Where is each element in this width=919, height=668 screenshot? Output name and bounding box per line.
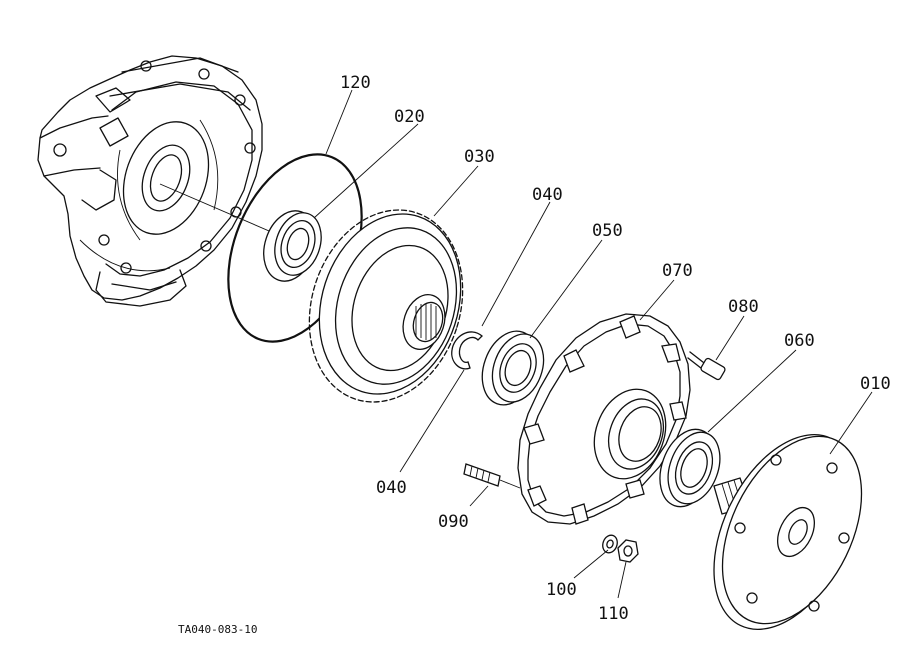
label-070: 070 — [662, 261, 693, 281]
ring-gear-030 — [308, 209, 464, 403]
stud-bolt-090 — [463, 463, 521, 489]
snap-ring-040 — [451, 331, 483, 370]
label-090: 090 — [438, 512, 469, 532]
axle-flange-010 — [713, 434, 863, 630]
bearing-050 — [481, 330, 545, 406]
label-110: 110 — [598, 604, 629, 624]
label-030: 030 — [464, 147, 495, 167]
washer-100 — [602, 534, 618, 554]
nut-110 — [617, 539, 639, 563]
label-050: 050 — [592, 221, 623, 241]
label-040-top: 040 — [532, 185, 563, 205]
label-040-bottom: 040 — [376, 478, 407, 498]
bolt-080 — [687, 351, 726, 381]
figure-code: TA040-083-10 — [178, 623, 257, 636]
gear-case-housing — [37, 55, 263, 307]
leader-lines — [313, 89, 873, 599]
label-120: 120 — [340, 73, 371, 93]
cover-070 — [517, 313, 691, 525]
oil-seal-060 — [659, 428, 721, 508]
label-100: 100 — [546, 580, 577, 600]
bearing-020 — [263, 210, 322, 282]
label-010: 010 — [860, 374, 891, 394]
label-080: 080 — [728, 297, 759, 317]
label-020: 020 — [394, 107, 425, 127]
label-060: 060 — [784, 331, 815, 351]
axis-line — [159, 183, 291, 241]
